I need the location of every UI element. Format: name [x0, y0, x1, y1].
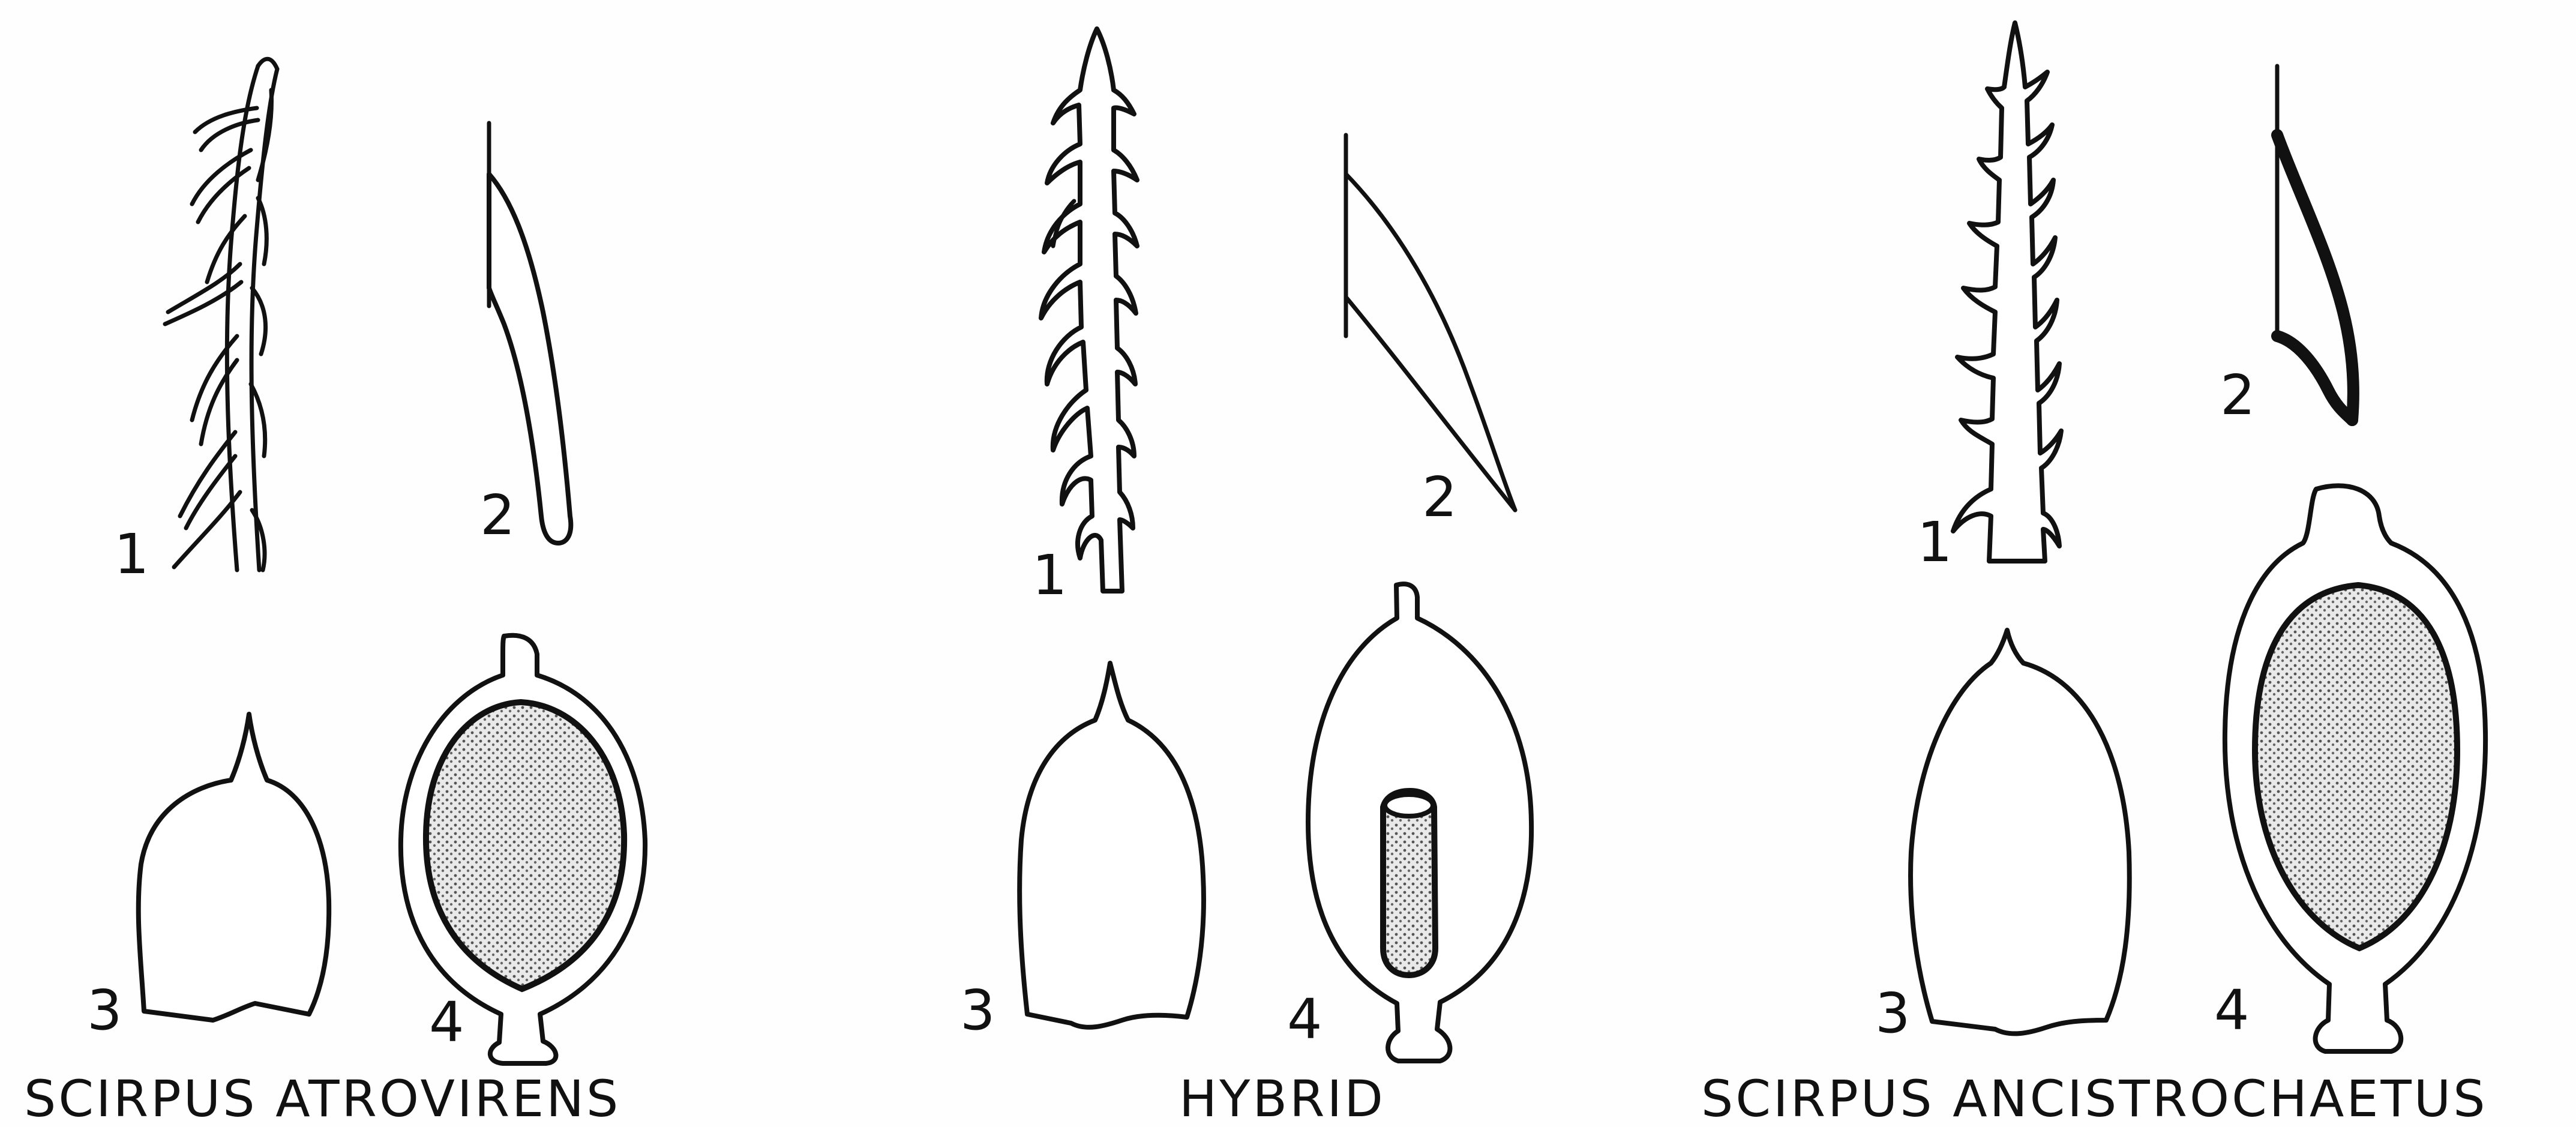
label-2-atrovirens: 2 — [480, 483, 515, 547]
bristle-drawing-ancistrochaetus: 1 — [1917, 23, 2061, 574]
achene-section-ancistrochaetus: 4 — [2214, 485, 2485, 1051]
label-2-hybrid: 2 — [1422, 465, 1458, 529]
label-1-ancistrochaetus: 1 — [1917, 510, 1953, 574]
panel-ancistrochaetus: 1 2 3 4 SCIRPUS ANCISTROCHAETUS — [1701, 23, 2488, 1127]
label-1-hybrid: 1 — [1032, 543, 1067, 607]
achene-outline-ancistrochaetus: 3 — [1875, 630, 2130, 1045]
label-1-atrovirens: 1 — [114, 522, 149, 586]
panel-atrovirens: 1 2 3 4 SCIRPUS ATROVIRENS — [24, 59, 645, 1127]
achene-section-hybrid: 4 — [1287, 584, 1531, 1061]
label-4-hybrid: 4 — [1287, 987, 1323, 1051]
hair-tip-drawing-hybrid: 2 — [1346, 135, 1515, 529]
label-3-hybrid: 3 — [960, 978, 995, 1042]
label-4-atrovirens: 4 — [429, 990, 464, 1054]
panel-hybrid: 1 2 3 4 HYBRID — [960, 29, 1531, 1127]
label-3-atrovirens: 3 — [87, 978, 122, 1042]
hair-tip-drawing-ancistrochaetus: 2 — [2220, 66, 2353, 427]
label-3-ancistrochaetus: 3 — [1875, 981, 1911, 1045]
achene-outline-atrovirens: 3 — [87, 714, 329, 1042]
bristle-drawing-hybrid: 1 — [1032, 29, 1137, 607]
bristle-drawing-atrovirens: 1 — [114, 59, 277, 586]
achene-section-atrovirens: 4 — [401, 636, 645, 1063]
label-4-ancistrochaetus: 4 — [2214, 978, 2250, 1042]
species-title-atrovirens: SCIRPUS ATROVIRENS — [24, 1069, 620, 1127]
achene-outline-hybrid: 3 — [960, 663, 1204, 1042]
species-title-ancistrochaetus: SCIRPUS ANCISTROCHAETUS — [1701, 1069, 2488, 1127]
hair-tip-drawing-atrovirens: 2 — [480, 123, 571, 547]
label-2-ancistrochaetus: 2 — [2220, 363, 2256, 427]
species-title-hybrid: HYBRID — [1179, 1069, 1386, 1127]
